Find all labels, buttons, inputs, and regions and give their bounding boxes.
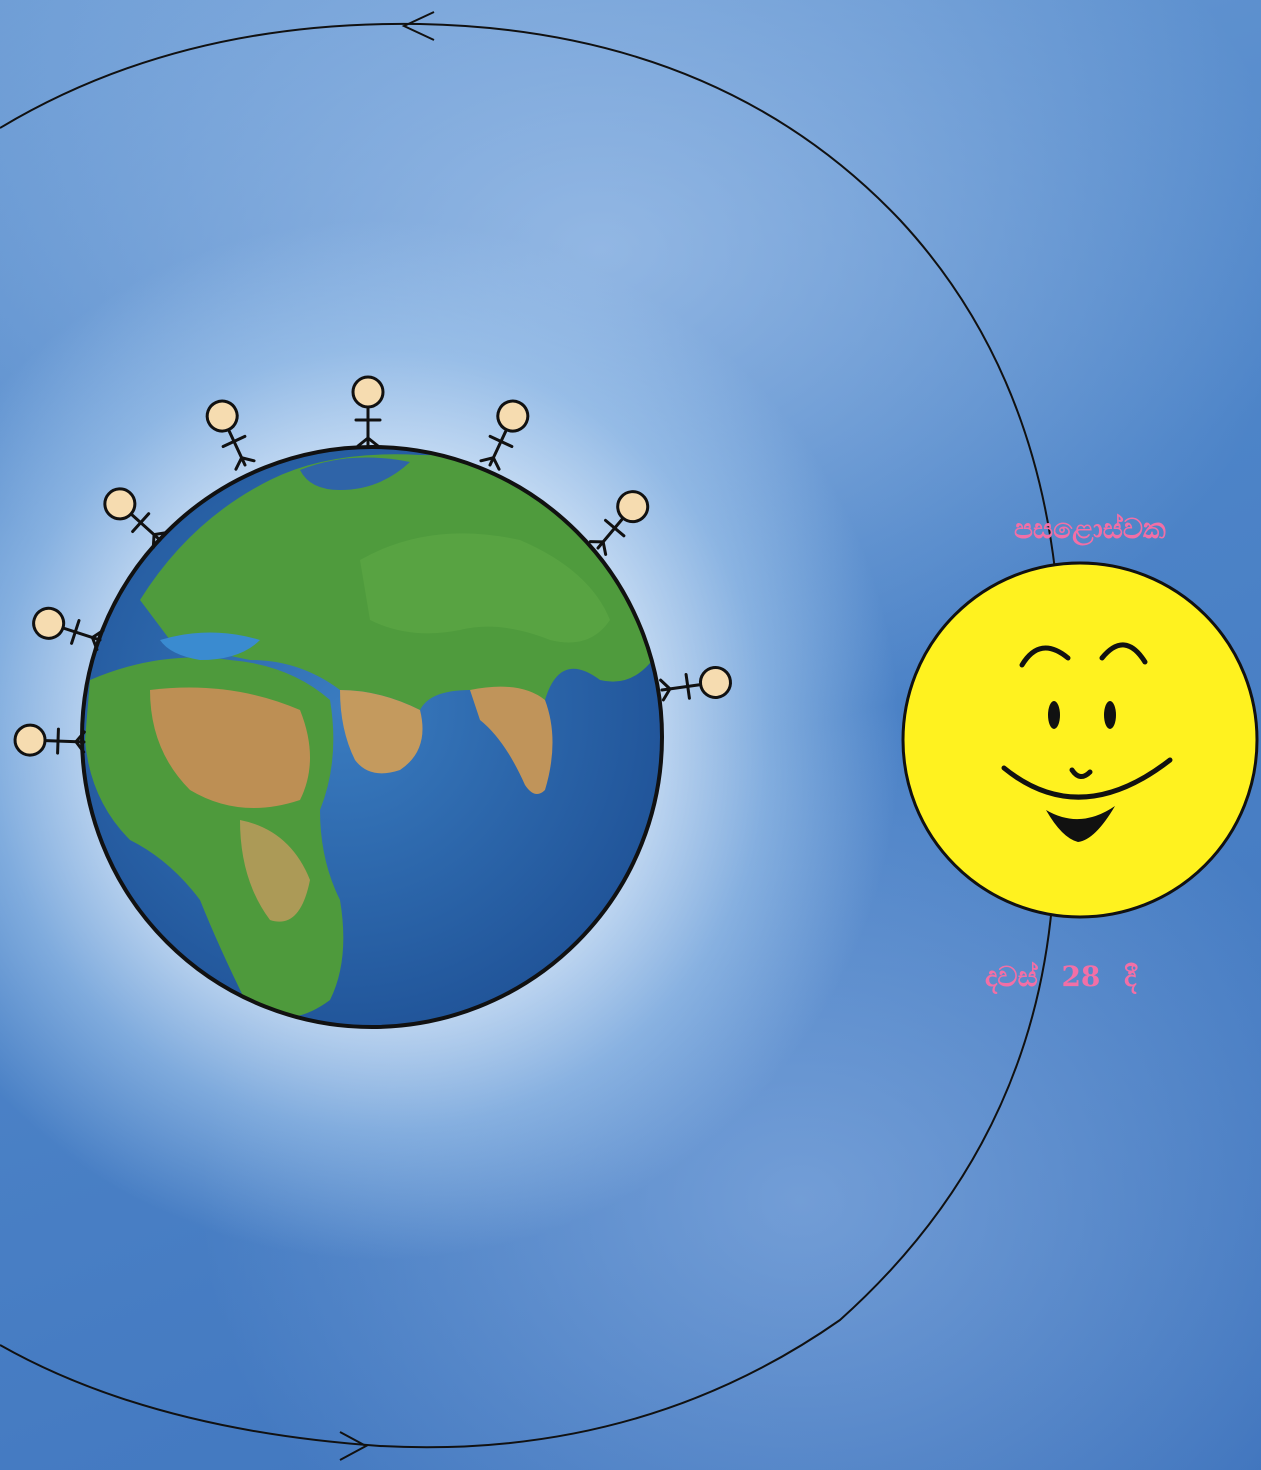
moon-features: [1046, 701, 1116, 842]
orbit-arrow-bottom: [339, 1431, 369, 1461]
moon: [901, 561, 1259, 919]
orbit-arrow-top: [401, 11, 435, 41]
earth: [80, 445, 664, 1029]
person-figures: [13, 375, 732, 757]
person-figure-4: [103, 487, 169, 549]
person-figure-8: [13, 723, 86, 757]
person-figure-2: [205, 399, 256, 471]
moon-face: [1001, 642, 1173, 800]
orbit-path: [0, 22, 1056, 1449]
days-label: දවස් 28 දී: [985, 960, 1137, 993]
person-figure-5: [588, 490, 650, 556]
person-figure-3: [479, 399, 530, 471]
person-figure-7: [659, 665, 732, 702]
person-figure-6: [32, 606, 105, 652]
full-moon-label: පසළොස්වක: [1014, 512, 1166, 545]
person-figure-1: [351, 375, 385, 448]
